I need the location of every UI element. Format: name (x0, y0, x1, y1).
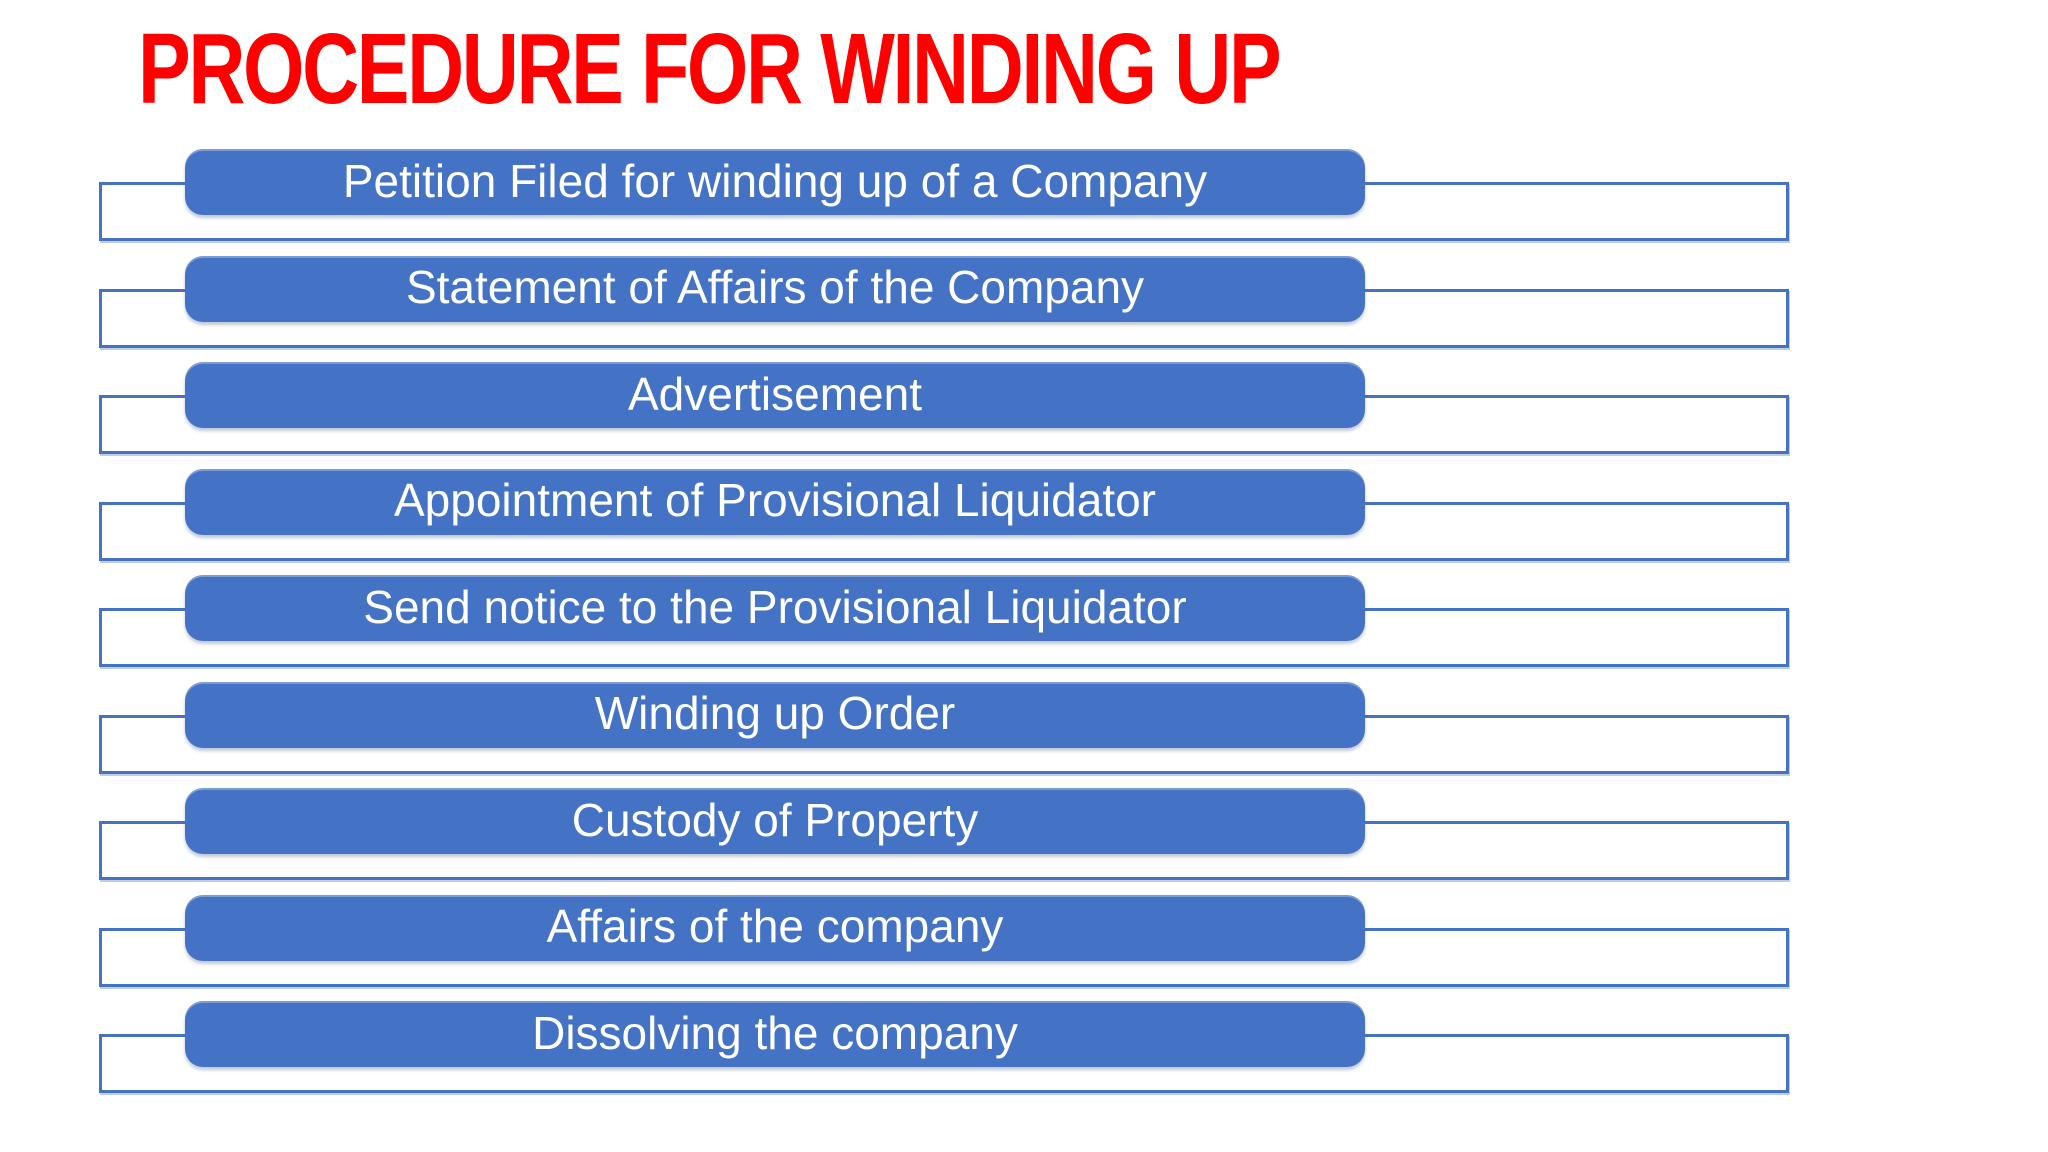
step-label: Winding up Order (594, 687, 956, 739)
process-step-row: Petition Filed for winding up of a Compa… (0, 149, 2048, 256)
process-step-row: Appointment of Provisional Liquidator (0, 468, 2048, 576)
step-bar: Statement of Affairs of the Company (185, 255, 1365, 322)
process-step-row: Affairs of the company (0, 894, 2048, 1002)
step-bar: Advertisement (185, 362, 1365, 428)
process-step-row: Statement of Affairs of the Company (0, 255, 2048, 363)
process-step-row: Send notice to the Provisional Liquidato… (0, 575, 2048, 682)
step-label: Petition Filed for winding up of a Compa… (342, 154, 1208, 207)
step-label: Send notice to the Provisional Liquidato… (363, 580, 1187, 633)
step-bar: Petition Filed for winding up of a Compa… (185, 149, 1365, 215)
step-label: Affairs of the company (546, 900, 1004, 952)
step-label: Advertisement (627, 367, 922, 420)
step-label: Dissolving the company (532, 1006, 1018, 1059)
step-label: Custody of Property (571, 793, 979, 846)
step-bar: Winding up Order (185, 681, 1365, 748)
step-bar: Dissolving the company (185, 1001, 1365, 1067)
step-label: Statement of Affairs of the Company (405, 261, 1145, 313)
step-bar: Custody of Property (185, 788, 1365, 854)
process-step-row: Advertisement (0, 362, 2048, 469)
step-label: Appointment of Provisional Liquidator (393, 474, 1156, 526)
slide-title: PROCEDURE FOR WINDING UP (138, 13, 1282, 125)
process-step-row: Winding up Order (0, 681, 2048, 789)
process-step-row: Dissolving the company (0, 1001, 2048, 1108)
step-bar: Affairs of the company (185, 894, 1365, 961)
step-bar: Appointment of Provisional Liquidator (185, 468, 1365, 535)
process-step-row: Custody of Property (0, 788, 2048, 895)
step-bar: Send notice to the Provisional Liquidato… (185, 575, 1365, 641)
